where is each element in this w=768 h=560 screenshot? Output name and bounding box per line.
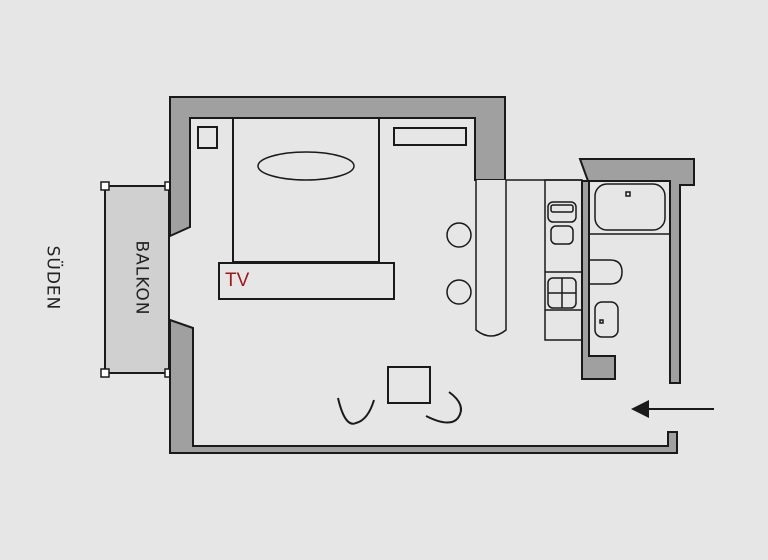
chair: [337, 397, 375, 425]
tv-label: TV: [225, 270, 250, 291]
shelf: [393, 127, 467, 146]
kitchen-counter: [475, 179, 583, 341]
bar-stool: [446, 279, 472, 305]
dining-table: [387, 366, 431, 404]
balcony-label: BALKON: [131, 240, 152, 316]
bed: [232, 117, 380, 263]
direction-label: SÜDEN: [42, 245, 63, 311]
balcony: [100, 181, 174, 378]
bar-counter: [475, 180, 507, 337]
nightstand: [197, 126, 218, 149]
tv-unit: [218, 262, 395, 300]
left-arrow-icon: [631, 400, 714, 418]
bathroom-fixtures: [589, 183, 670, 338]
bar-stool: [446, 222, 472, 248]
chair: [425, 391, 462, 424]
walls: [169, 96, 695, 454]
